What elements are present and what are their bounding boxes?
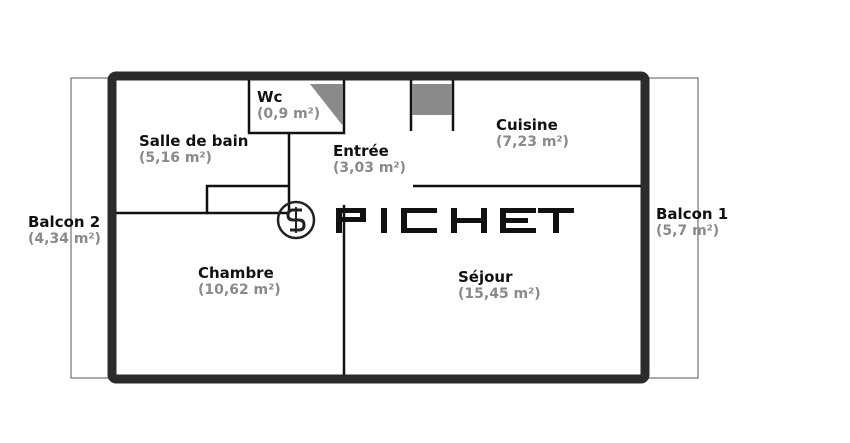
room-label-balcon-1: Balcon 1 (5,7 m²) [656, 205, 728, 240]
room-label-entree: Entrée (3,03 m²) [333, 142, 406, 177]
interior-walls [116, 80, 641, 375]
room-label-wc: Wc (0,9 m²) [257, 88, 320, 123]
room-label-sejour: Séjour (15,45 m²) [458, 268, 541, 303]
room-name: Balcon 1 [656, 205, 729, 223]
room-name: Chambre [198, 264, 274, 282]
room-area: (5,16 m²) [139, 150, 212, 166]
pichet-wordmark [336, 208, 574, 233]
pichet-watermark [276, 199, 576, 241]
room-area: (0,9 m²) [257, 106, 321, 122]
room-area: (15,45 m²) [458, 286, 541, 302]
room-area: (10,62 m²) [198, 282, 281, 298]
room-name: Cuisine [496, 116, 558, 134]
room-name: Wc [257, 88, 283, 106]
room-name: Séjour [458, 268, 513, 286]
room-label-salle-de-bain: Salle de bain (5,16 m²) [139, 132, 248, 167]
room-name: Entrée [333, 142, 389, 160]
room-area: (5,7 m²) [656, 223, 720, 239]
room-label-balcon-2: Balcon 2 (4,34 m²) [28, 213, 101, 248]
room-name: Salle de bain [139, 132, 249, 150]
room-label-cuisine: Cuisine (7,23 m²) [496, 116, 569, 151]
kitchen-shaft-fixture [412, 84, 452, 115]
wc-wall [247, 80, 346, 135]
wc-shaft-fixture [310, 84, 343, 126]
room-label-chambre: Chambre (10,62 m²) [198, 264, 281, 299]
room-area: (4,34 m²) [28, 231, 101, 247]
exterior-wall [107, 71, 650, 384]
bathroom-lower-wall [116, 184, 289, 215]
pichet-logo-icon [276, 200, 316, 240]
room-name: Balcon 2 [28, 213, 101, 231]
room-area: (3,03 m²) [333, 160, 406, 176]
room-area: (7,23 m²) [496, 134, 569, 150]
